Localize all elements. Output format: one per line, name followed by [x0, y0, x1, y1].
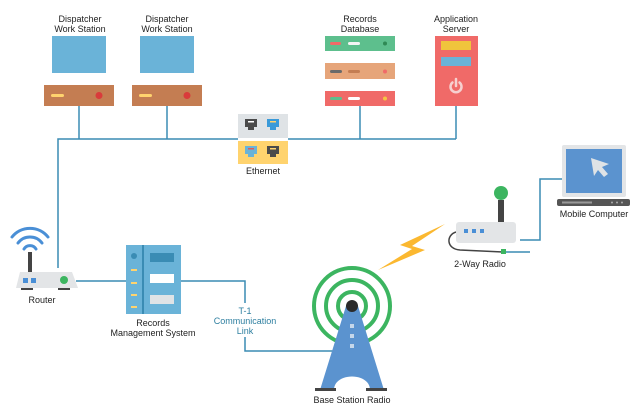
cursor-icon: [591, 158, 609, 177]
connectors: [57, 106, 563, 352]
ethernet-port-icon: [245, 119, 257, 130]
db-slot: [348, 42, 360, 45]
cable-connector: [501, 249, 506, 254]
drive-slot: [139, 94, 152, 97]
mobile-computer[interactable]: [557, 145, 630, 206]
laptop-bar: [562, 201, 592, 204]
tower-top: [346, 300, 358, 312]
db-led: [383, 41, 387, 46]
computer-case-icon: [132, 85, 202, 106]
radio2way-label: 2-Way Radio: [454, 259, 506, 269]
power-icon: [449, 77, 463, 94]
router-label: Router: [28, 295, 56, 305]
db-led: [383, 69, 387, 74]
router-body: [16, 272, 78, 288]
mobile-label: Mobile Computer: [559, 209, 629, 219]
records-database[interactable]: [325, 36, 395, 106]
db-slot: [330, 42, 341, 45]
ethernet-port-icon: [267, 146, 279, 157]
dispatcher-workstation-1[interactable]: [44, 36, 114, 106]
router[interactable]: [10, 226, 78, 290]
connector-radio-laptop: [520, 178, 563, 241]
db-unit-orange: [325, 63, 395, 79]
laptop-base: [557, 199, 630, 206]
radio-body: [456, 222, 516, 243]
server-bay-yellow: [441, 41, 471, 50]
base-station-radio[interactable]: [312, 266, 392, 391]
ws2-label: Dispatcher Work Station: [141, 14, 193, 34]
ethernet-label: Ethernet: [245, 166, 281, 176]
power-led: [95, 92, 103, 99]
router-status-led: [60, 276, 68, 284]
db-slot: [330, 97, 342, 100]
radio-cable: [448, 231, 504, 253]
base-station-label: Base Station Radio: [313, 395, 391, 405]
router-antenna: [28, 252, 32, 272]
monitor-icon: [140, 36, 194, 73]
db-led: [383, 96, 387, 101]
computer-case-icon: [44, 85, 114, 106]
power-led: [183, 92, 191, 99]
application-server[interactable]: [435, 36, 478, 106]
wifi-icon: [10, 226, 50, 251]
ethernet-bus: [57, 138, 238, 268]
rms-label: Records Management System: [110, 318, 196, 338]
ethernet-switch[interactable]: [238, 114, 288, 164]
ethernet-port-icon: [245, 146, 257, 157]
app-label: Application Server: [433, 14, 479, 34]
records-management-system[interactable]: [126, 245, 181, 314]
db-slot: [348, 70, 360, 73]
monitor-icon: [52, 36, 106, 73]
ws1-label: Dispatcher Work Station: [54, 14, 106, 34]
connector-t1-base: [244, 337, 335, 352]
antenna-tip: [494, 186, 508, 200]
antenna-mast: [498, 200, 504, 224]
drive-slot: [51, 94, 64, 97]
db-slot: [330, 70, 342, 73]
db-slot: [348, 97, 360, 100]
connector-rms-t1: [181, 280, 246, 303]
server-bay-blue: [441, 57, 471, 66]
db-label: Records Database: [340, 14, 380, 34]
ethernet-port-icon: [267, 119, 279, 130]
dispatcher-workstation-2[interactable]: [132, 36, 202, 106]
t1-link-label: T-1 Communication Link: [213, 306, 277, 336]
two-way-radio[interactable]: [448, 186, 530, 254]
wireless-signal-bolt-icon: [378, 224, 445, 270]
